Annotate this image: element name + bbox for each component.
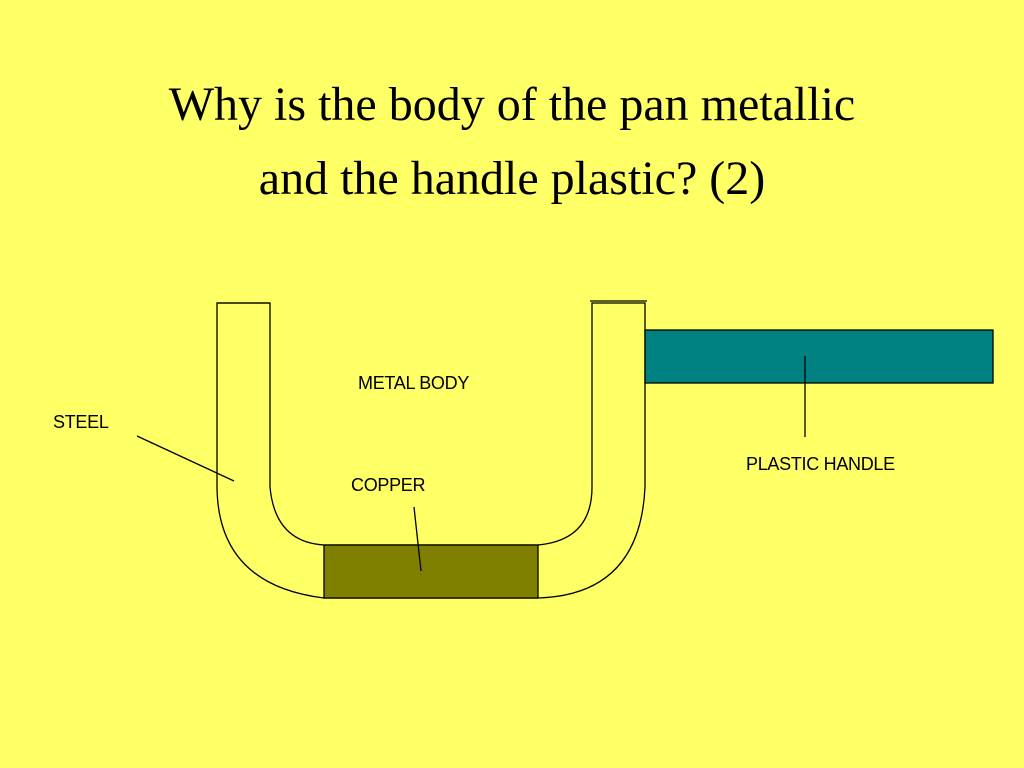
slide-title-line-1: Why is the body of the pan metallic — [168, 78, 856, 131]
steel-pointer-line — [136, 435, 235, 482]
copper-pointer-line — [413, 506, 422, 572]
copper-base — [323, 544, 539, 599]
steel-label: STEEL — [53, 412, 109, 432]
slide-title: Why is the body of the pan metallic and … — [0, 68, 1024, 216]
steel-pan-body — [216, 302, 646, 599]
copper-label: COPPER — [351, 475, 426, 495]
metal-body-label: METAL BODY — [358, 373, 470, 393]
slide-title-line-2: and the handle plastic? (2) — [258, 152, 766, 205]
plastic-handle-label: PLASTIC HANDLE — [746, 454, 895, 474]
plastic-handle — [644, 329, 994, 384]
